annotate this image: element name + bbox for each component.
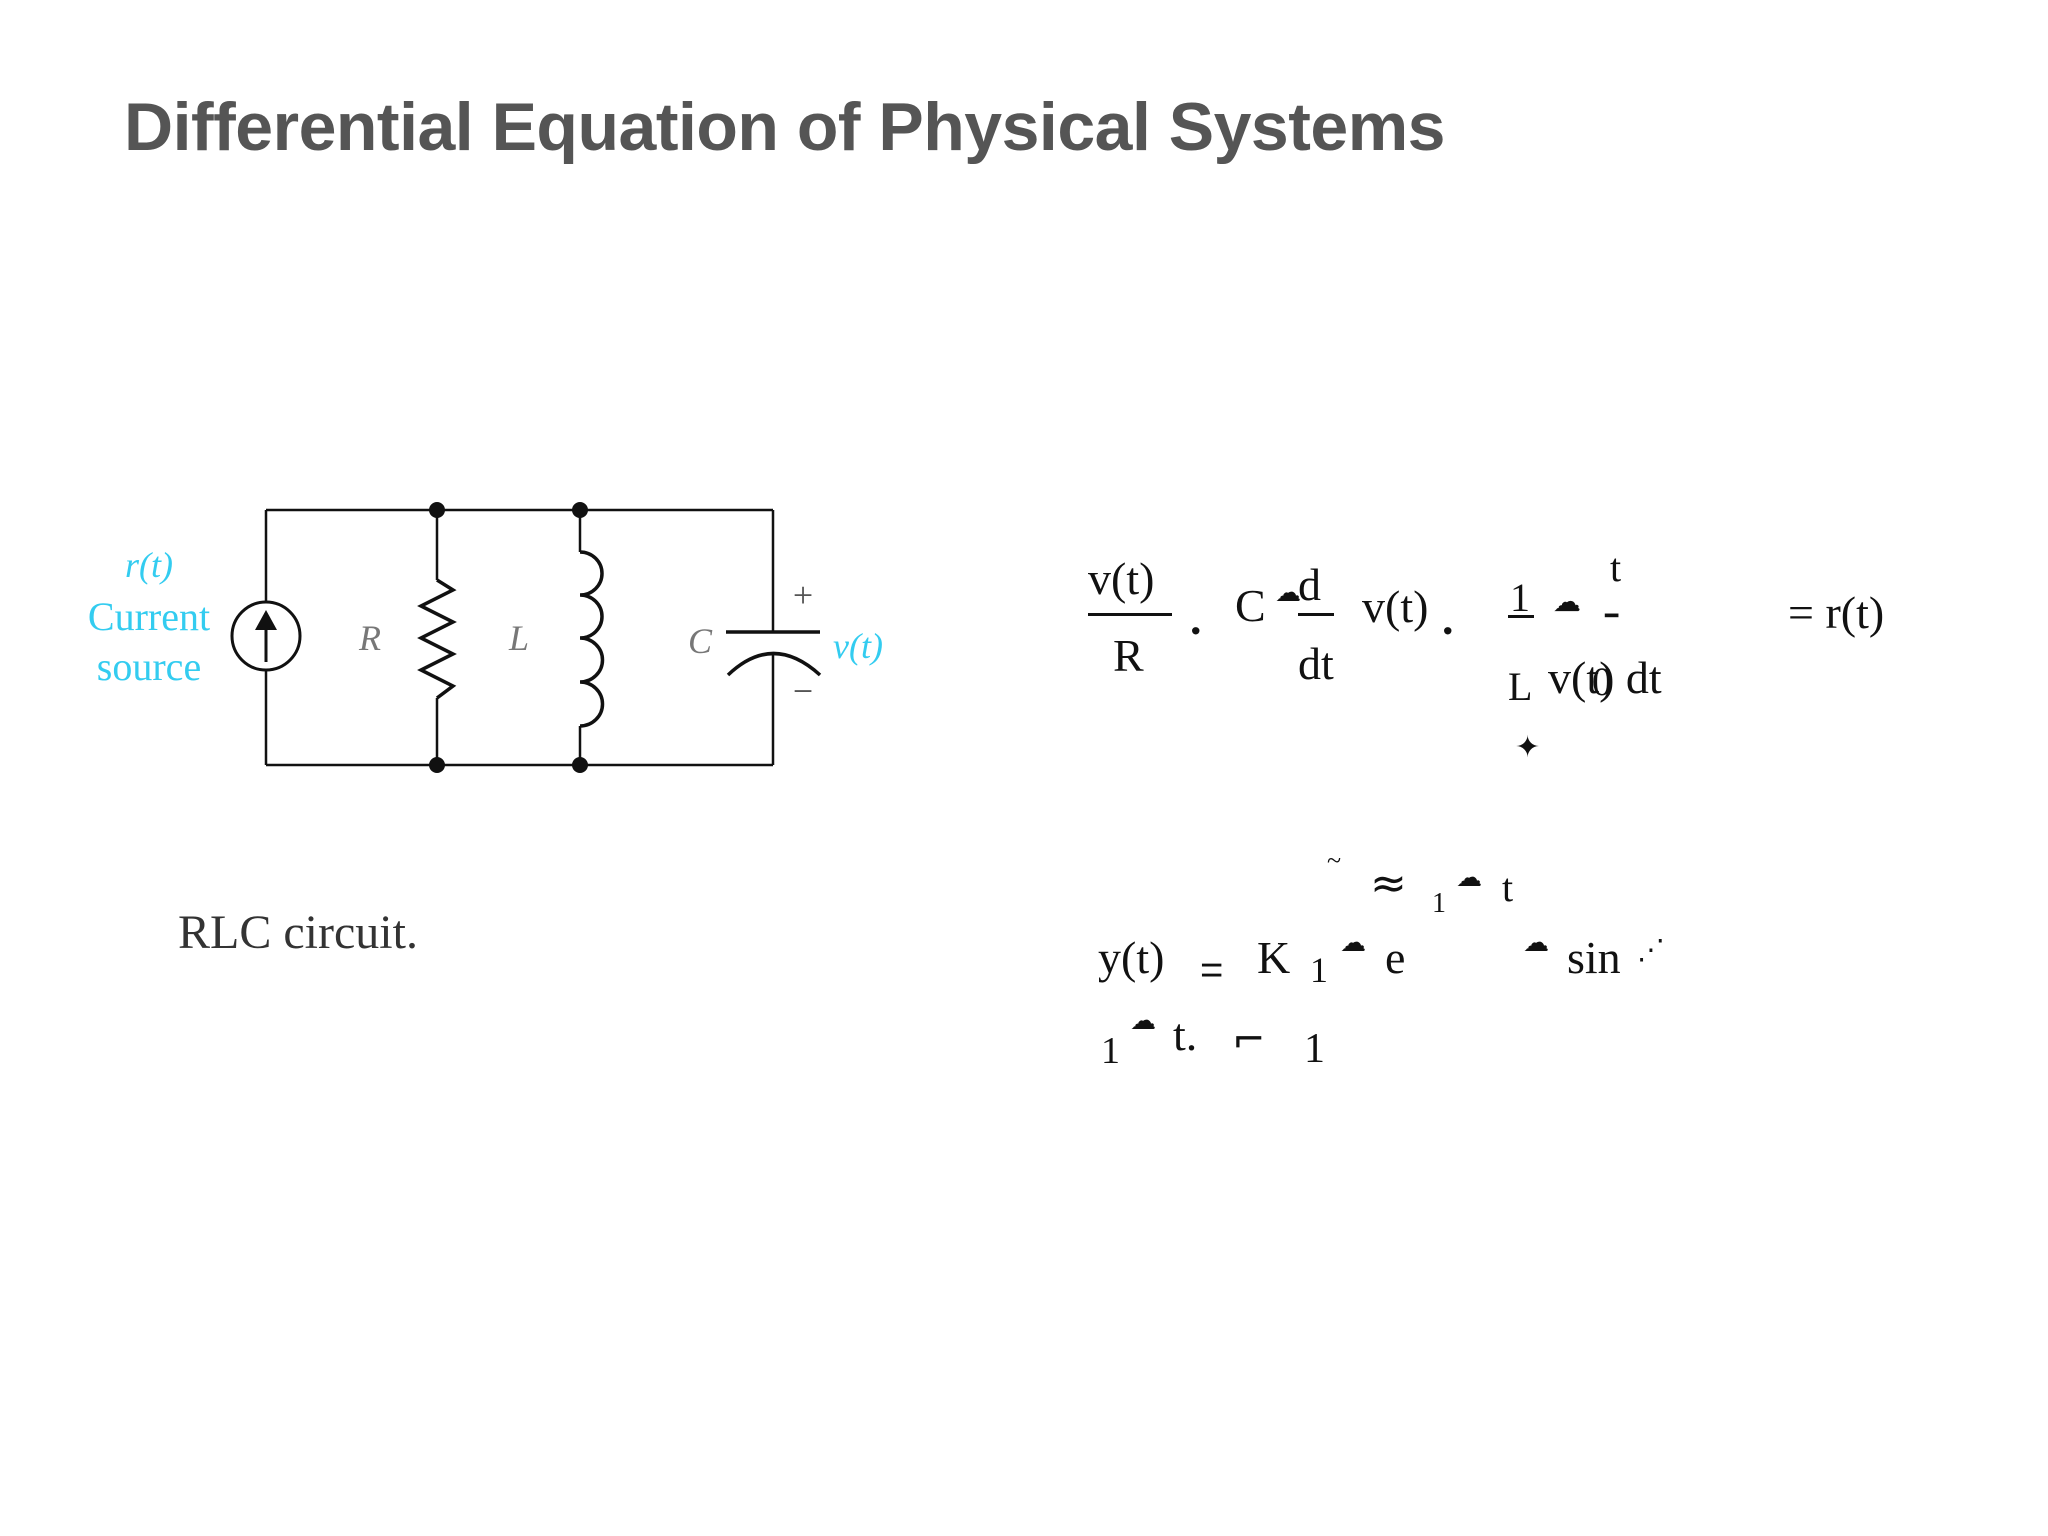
eq2-sub1: 1 bbox=[1310, 950, 1328, 990]
capacitor-plate-bottom bbox=[726, 651, 822, 677]
eq1-one-numerator: 1 bbox=[1510, 575, 1530, 620]
eq1-fraction-bar-3 bbox=[1508, 615, 1534, 618]
eq2-tilde: ~ bbox=[1327, 846, 1342, 875]
eq1-d-numerator: d bbox=[1298, 559, 1321, 610]
eq1-rhs: = r(t) bbox=[1788, 587, 1885, 638]
eq2-e: e bbox=[1385, 932, 1406, 983]
eq2-line2-bracket: ⌐ bbox=[1232, 1017, 1266, 1063]
slide-title: Differential Equation of Physical System… bbox=[124, 89, 1445, 165]
eq1-operator-1: . bbox=[1190, 593, 1202, 644]
eq1-term1-numerator: v(t) bbox=[1088, 553, 1155, 604]
circuit-wires bbox=[264, 508, 775, 767]
inductor-symbol bbox=[579, 550, 605, 728]
eq2-exponent-sub1: 1 bbox=[1432, 888, 1446, 919]
eq1-fraction-bar-1 bbox=[1088, 613, 1172, 616]
resistor-label: R bbox=[358, 618, 381, 658]
eq2-sin: sin bbox=[1567, 932, 1621, 983]
eq2-lhs: y(t) bbox=[1098, 932, 1165, 983]
source-label-source: source bbox=[97, 644, 201, 689]
cloud-glyph-icon: ☁ bbox=[1456, 863, 1482, 893]
cloud-glyph-icon: ☁ bbox=[1340, 928, 1366, 958]
eq1-operator-2: . bbox=[1442, 593, 1454, 644]
eq2-line2-1: 1 bbox=[1101, 1030, 1120, 1072]
eq2-line2-t: t. bbox=[1173, 1009, 1198, 1060]
eq2-exponent-t: t bbox=[1502, 865, 1514, 910]
cloud-glyph-icon: ☁ bbox=[1275, 578, 1301, 608]
eq1-integrand: v(t) dt bbox=[1548, 652, 1662, 703]
eq1-term1-denominator: R bbox=[1113, 630, 1144, 681]
cloud-glyph-icon: ☁ bbox=[1523, 928, 1549, 958]
capacitor-label: C bbox=[688, 621, 713, 661]
rlc-circuit-diagram: r(t) Current source R L C + − v(t) bbox=[88, 502, 883, 773]
eq1-lower-limit: 0 bbox=[1592, 659, 1612, 704]
eq2-K: K bbox=[1257, 932, 1291, 983]
source-label-current: Current bbox=[88, 594, 210, 639]
eq2-equals: = bbox=[1200, 948, 1224, 992]
glyph-mark-icon: ✦ bbox=[1515, 730, 1541, 765]
eq1-capacitance-C: C bbox=[1235, 580, 1266, 631]
voltage-label: v(t) bbox=[833, 626, 883, 666]
tilde-glyph-icon: ≈ bbox=[1370, 858, 1407, 909]
eq1-L-denominator: L bbox=[1508, 664, 1533, 709]
eq1-fraction-bar-2 bbox=[1298, 613, 1334, 616]
source-symbol-label: r(t) bbox=[125, 545, 173, 585]
eq1-dt-denominator: dt bbox=[1298, 638, 1334, 689]
minus-sign: − bbox=[793, 671, 813, 711]
glyph-mark-icon: ⋰ bbox=[1637, 933, 1665, 966]
cloud-glyph-icon: ☁ bbox=[1553, 585, 1581, 618]
cloud-glyph-icon: ☁ bbox=[1130, 1006, 1156, 1036]
inductor-label: L bbox=[508, 618, 529, 658]
eq2-line2-1b: 1 bbox=[1304, 1026, 1325, 1072]
integral-glyph-icon: ━ bbox=[1605, 604, 1619, 629]
resistor-symbol bbox=[417, 578, 457, 700]
plus-sign: + bbox=[793, 575, 813, 615]
eq1-vt: v(t) bbox=[1362, 581, 1429, 632]
current-arrow-icon bbox=[255, 610, 277, 630]
figure-caption: RLC circuit. bbox=[178, 906, 418, 959]
circuit-nodes bbox=[429, 502, 588, 773]
eq1-upper-limit: t bbox=[1610, 545, 1622, 590]
